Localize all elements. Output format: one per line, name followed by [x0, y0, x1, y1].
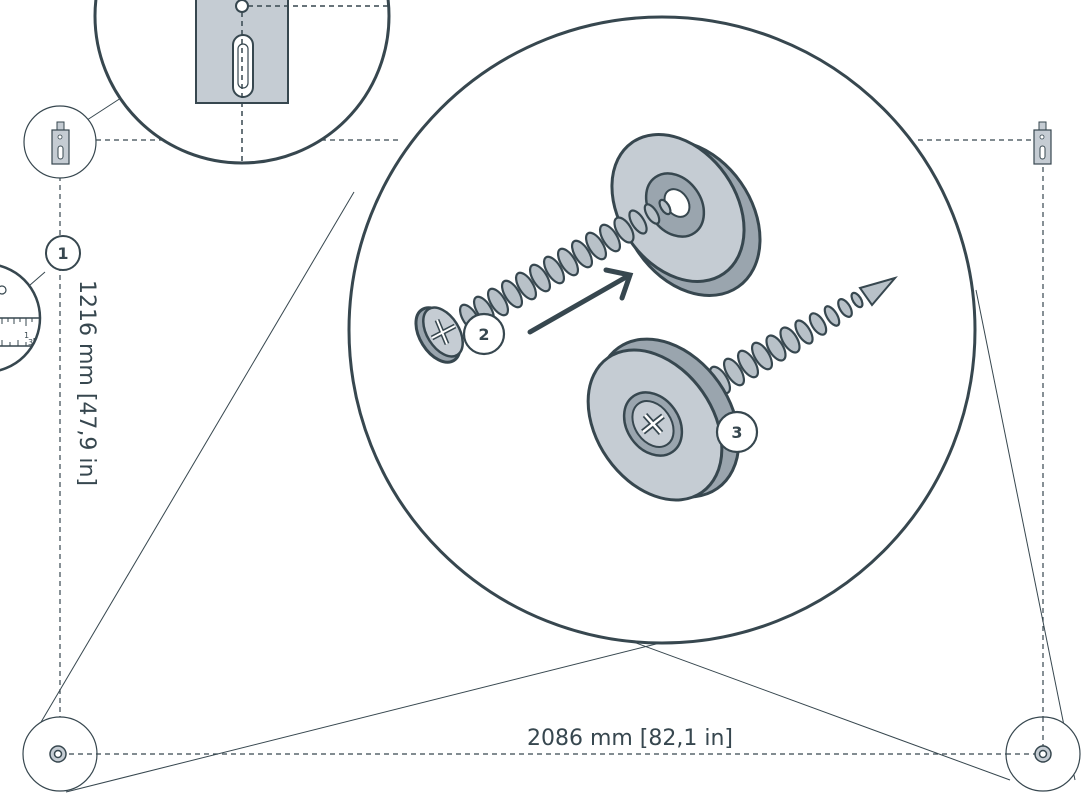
- svg-text:1: 1: [24, 331, 29, 340]
- callout-connectors: [21, 95, 1076, 793]
- insert-arrow: [527, 267, 634, 335]
- tape-measure-detail: 1 3: [0, 264, 42, 372]
- screw-3: [586, 276, 898, 502]
- height-dimension-label: 1216 mm [47,9 in]: [74, 280, 99, 486]
- callout-3: 3: [715, 410, 759, 454]
- screw-2: [414, 198, 672, 364]
- bracket-top-right: [1033, 121, 1052, 165]
- callout-1-label: 1: [57, 244, 68, 263]
- pin-hole: [235, 0, 249, 13]
- callout-2-label: 2: [478, 325, 489, 344]
- callout-3-label: 3: [731, 423, 742, 442]
- screw-position-bottom-right: [1005, 716, 1081, 792]
- bracket-detail-circle: [93, 0, 391, 165]
- svg-text:3: 3: [28, 338, 33, 347]
- screw-detail-circle: 2 3: [347, 15, 977, 645]
- washer-top: [610, 133, 762, 297]
- bracket-top-left: [23, 105, 97, 179]
- callout-2: 2: [462, 312, 506, 356]
- screw-position-bottom-left: [22, 716, 98, 792]
- width-dimension-label: 2086 mm [82,1 in]: [527, 726, 733, 751]
- callout-1: 1: [45, 235, 81, 271]
